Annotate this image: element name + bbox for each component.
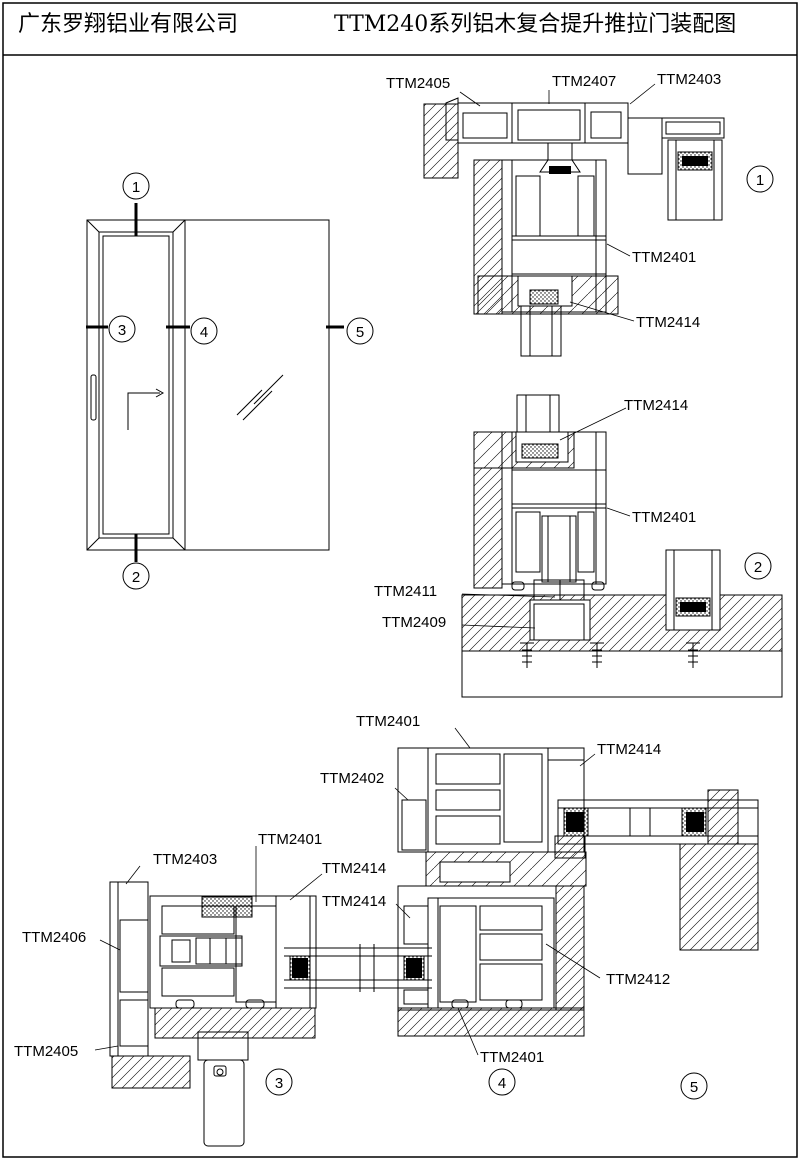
elevation-section-marks <box>86 203 344 562</box>
sill-label: TTM2409 <box>382 614 446 631</box>
elevation-callout-4: 4 <box>190 317 218 345</box>
callout-number: 1 <box>132 179 140 196</box>
callout-number: 2 <box>132 569 140 586</box>
sill-label: TTM2414 <box>624 397 688 414</box>
head-label: TTM2405 <box>386 75 450 92</box>
jamb-label: TTM2402 <box>320 770 384 787</box>
jamb-labels: TTM2401 TTM2414 TTM2402 TTM2401 TTM2403 … <box>14 713 670 1066</box>
sill-label: TTM2401 <box>632 509 696 526</box>
section-number-5: 5 <box>680 1072 708 1100</box>
drawing-title: TTM240系列铝木复合提升推拉门装配图 <box>334 12 737 37</box>
company-name: 广东罗翔铝业有限公司 <box>18 12 239 37</box>
head-labels: TTM2405 TTM2407 TTM2403 TTM2401 TTM2414 <box>386 71 721 331</box>
jamb-label: TTM2406 <box>22 929 86 946</box>
jamb-label: TTM2401 <box>258 831 322 848</box>
jamb-label: TTM2414 <box>322 893 386 910</box>
jamb-label: TTM2403 <box>153 851 217 868</box>
elevation-callout-2: 2 <box>122 562 150 590</box>
head-label: TTM2414 <box>636 314 700 331</box>
elevation-callout-3: 3 <box>108 315 136 343</box>
door-elevation <box>86 219 330 551</box>
callout-number: 3 <box>118 322 126 339</box>
jamb-section-drawing <box>109 747 759 1147</box>
section-number-3: 3 <box>265 1068 293 1096</box>
sill-leaders <box>461 407 631 629</box>
sill-section-number: 2 <box>744 552 772 580</box>
callout-number: 5 <box>356 324 364 341</box>
jamb-label: TTM2401 <box>356 713 420 730</box>
jamb-label: TTM2412 <box>606 971 670 988</box>
head-label: TTM2407 <box>552 73 616 90</box>
section-number: 3 <box>275 1075 283 1092</box>
jamb-label: TTM2405 <box>14 1043 78 1060</box>
head-section-number: 1 <box>746 165 774 193</box>
sill-labels: TTM2414 TTM2401 TTM2411 TTM2409 <box>374 397 696 631</box>
section-number: 5 <box>690 1079 698 1096</box>
section-number: 1 <box>756 172 764 189</box>
jamb-section-numbers: 3 4 5 <box>265 1068 708 1100</box>
sill-label: TTM2411 <box>374 583 437 600</box>
sill-section-drawing <box>461 394 783 698</box>
head-leaders <box>459 83 656 322</box>
head-label: TTM2403 <box>657 71 721 88</box>
head-label: TTM2401 <box>632 249 696 266</box>
section-number-4: 4 <box>488 1068 516 1096</box>
head-section-drawing <box>423 97 725 357</box>
jamb-leaders <box>94 727 601 1056</box>
callout-number: 4 <box>200 324 208 341</box>
elevation-callout-5: 5 <box>346 317 374 345</box>
elevation-callout-1: 1 <box>122 172 150 200</box>
section-number: 2 <box>754 559 762 576</box>
jamb-label: TTM2414 <box>597 741 661 758</box>
jamb-label: TTM2414 <box>322 860 386 877</box>
section-number: 4 <box>498 1075 506 1092</box>
jamb-label: TTM2401 <box>480 1049 544 1066</box>
